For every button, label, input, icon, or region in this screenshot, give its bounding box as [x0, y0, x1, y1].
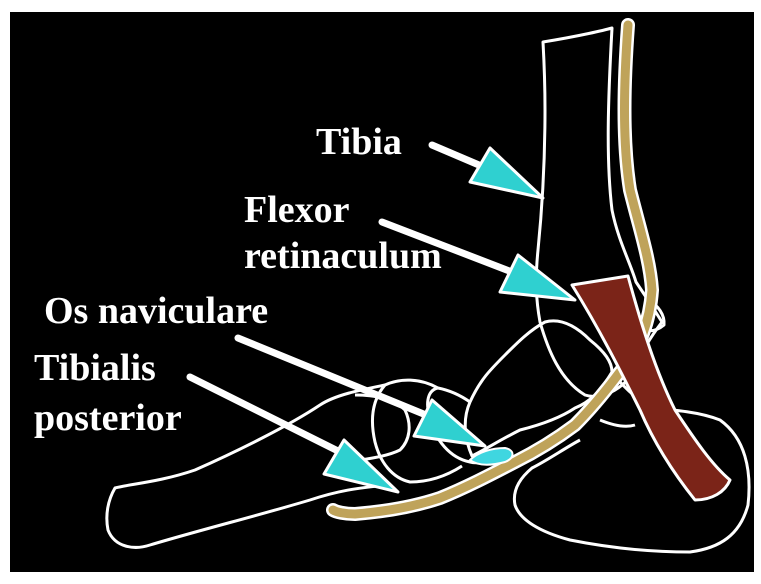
label-tibia: Tibia	[316, 121, 402, 163]
label-flexor-line1: Flexor	[244, 189, 350, 231]
label-os-naviculare: Os naviculare	[44, 290, 268, 332]
label-flexor-line2: retinaculum	[244, 235, 442, 277]
label-tibialis-line2: posterior	[34, 397, 182, 439]
label-tibialis-line1: Tibialis	[34, 347, 156, 389]
